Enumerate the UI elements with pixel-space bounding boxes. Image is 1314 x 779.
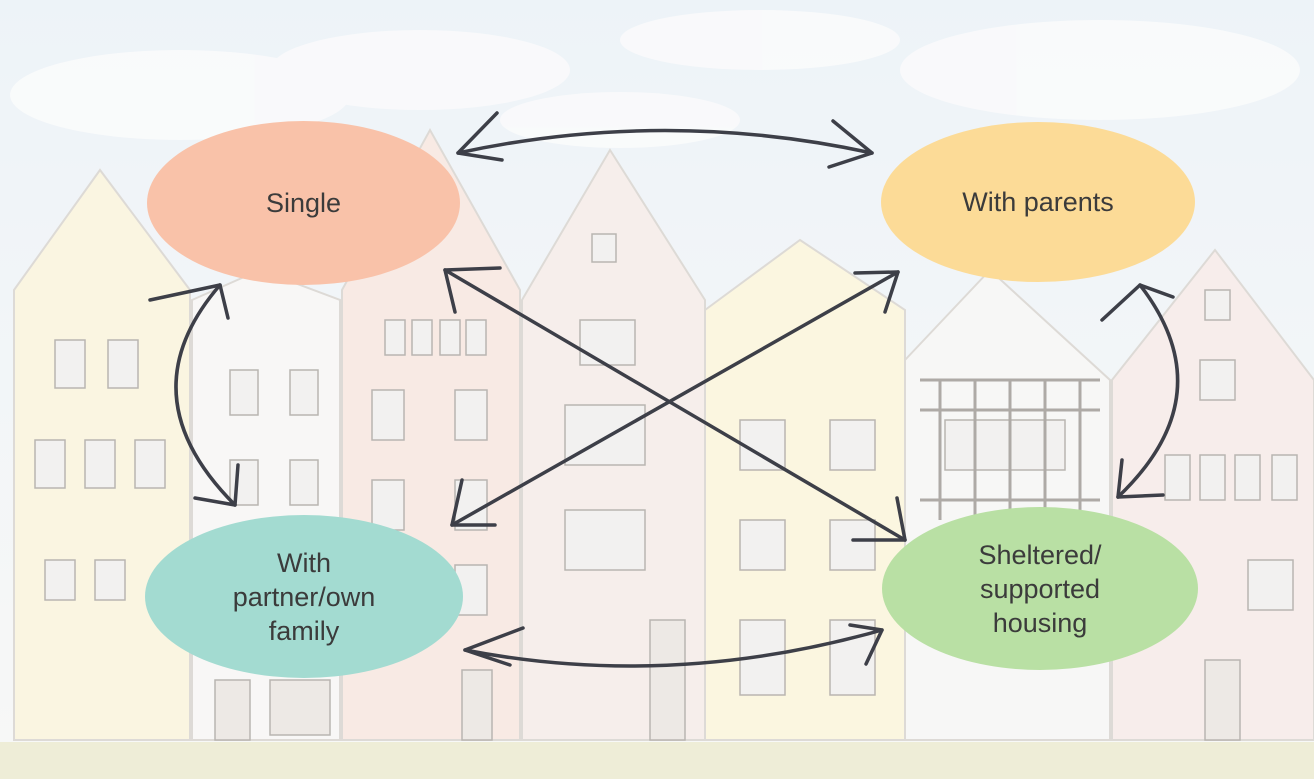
- node-with-partner-own-family: With partner/own family: [145, 515, 463, 678]
- edge-with-parents-with-partner: [450, 270, 900, 527]
- doors: [214, 619, 1241, 741]
- ground: [0, 742, 1314, 779]
- node-sheltered-supported-housing: Sheltered/ supported housing: [882, 507, 1198, 670]
- node-with-partner-own-family-label: With partner/own family: [232, 547, 376, 646]
- edge-with-parents-sheltered: [1100, 283, 1180, 499]
- edge-single-sheltered: [443, 266, 907, 542]
- node-sheltered-supported-housing-label: Sheltered/ supported housing: [978, 539, 1102, 638]
- edge-with-partner-sheltered: [463, 623, 884, 668]
- node-with-parents-label: With parents: [962, 187, 1114, 217]
- edge-single-with-parents: [456, 111, 874, 169]
- edge-single-with-partner: [148, 283, 240, 507]
- node-single-label: Single: [265, 188, 342, 218]
- node-with-parents: With parents: [881, 122, 1195, 282]
- timber-frame: [920, 378, 1100, 520]
- clouds: [10, 10, 1300, 148]
- node-single: Single: [147, 121, 460, 285]
- edge-layer: [148, 111, 1180, 668]
